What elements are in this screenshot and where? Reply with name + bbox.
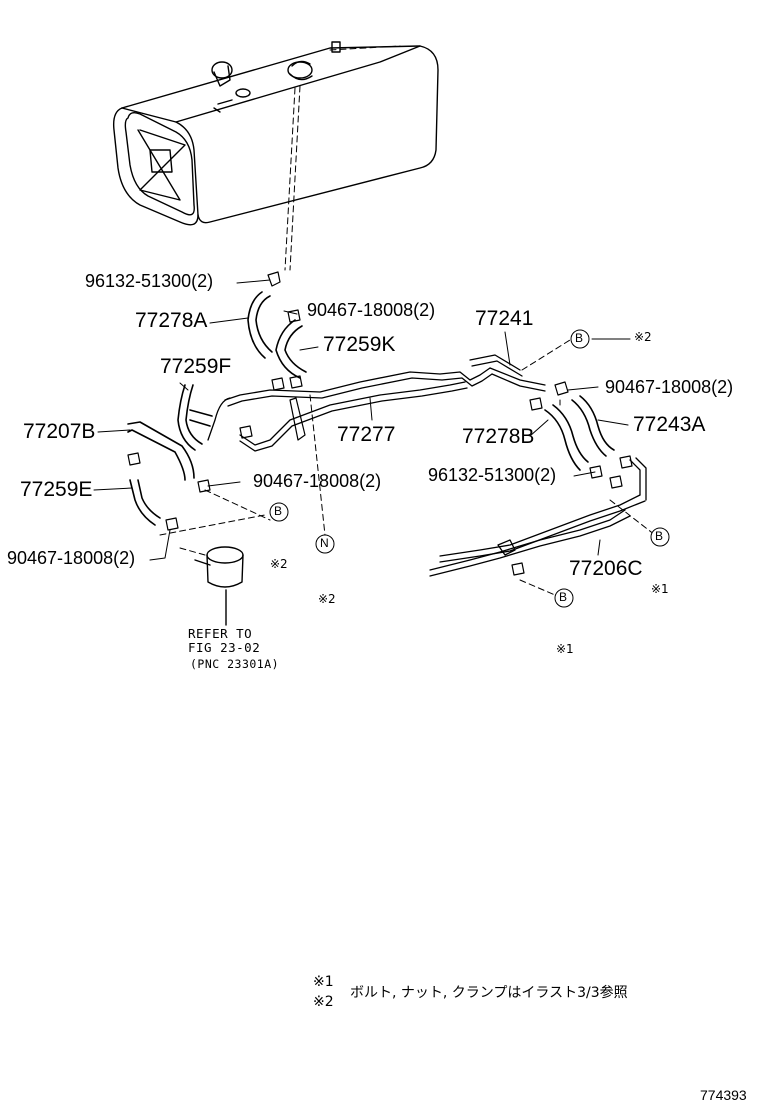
part-label-77259k: 77259K [323, 333, 396, 356]
part-label-90467-18008-center: 90467-18008(2) [253, 471, 382, 491]
legend-mark-1: ※1 [313, 974, 334, 990]
note-mark-top: ※2 [634, 330, 652, 344]
part-label-90467-18008-lower: 90467-18008(2) [7, 548, 136, 568]
callout-b-left [269, 502, 289, 522]
callout-b-left-letter: B [274, 504, 283, 518]
figure-code: 774393 [700, 1087, 747, 1103]
note-mark-right: ※1 [651, 582, 669, 596]
part-label-77207b: 77207B [23, 420, 96, 443]
note-mark-left: ※2 [270, 557, 288, 571]
callout-b-bottom [554, 588, 574, 608]
callout-b-bottom-letter: B [559, 590, 568, 604]
part-label-96132-51300-upper: 96132-51300(2) [85, 271, 214, 291]
refer-to-line2: FIG 23-02 [188, 640, 261, 655]
callout-b-right-letter: B [655, 529, 664, 543]
part-label-77243a: 77243A [633, 413, 706, 436]
part-label-90467-18008-upper: 90467-18008(2) [307, 300, 436, 320]
callout-n [315, 534, 335, 554]
part-label-77278b: 77278B [462, 425, 535, 448]
part-label-96132-51300-lower: 96132-51300(2) [428, 465, 557, 485]
note-mark-center: ※2 [318, 592, 336, 606]
callout-n-letter: N [320, 536, 329, 550]
part-label-77241: 77241 [475, 307, 534, 330]
part-label-77259e: 77259E [20, 478, 93, 501]
refer-to-line3: (PNC 23301A) [190, 657, 280, 671]
refer-to-line1: REFER TO [188, 626, 253, 641]
part-label-77259f: 77259F [160, 355, 232, 378]
part-label-77277: 77277 [337, 423, 396, 446]
fuel-tank [112, 41, 439, 226]
callout-b-top-letter: B [575, 331, 584, 345]
charcoal-canister [194, 546, 244, 626]
legend-text: ボルト, ナット, クランプはイラスト3/3参照 [350, 985, 628, 1001]
part-label-77206c: 77206C [569, 557, 643, 580]
note-mark-bottom: ※1 [556, 642, 574, 656]
legend-mark-2: ※2 [313, 994, 334, 1010]
part-label-90467-18008-right: 90467-18008(2) [605, 377, 734, 397]
part-label-77278a: 77278A [135, 309, 208, 332]
callout-b-right [650, 527, 670, 547]
callout-b-top [570, 329, 590, 349]
